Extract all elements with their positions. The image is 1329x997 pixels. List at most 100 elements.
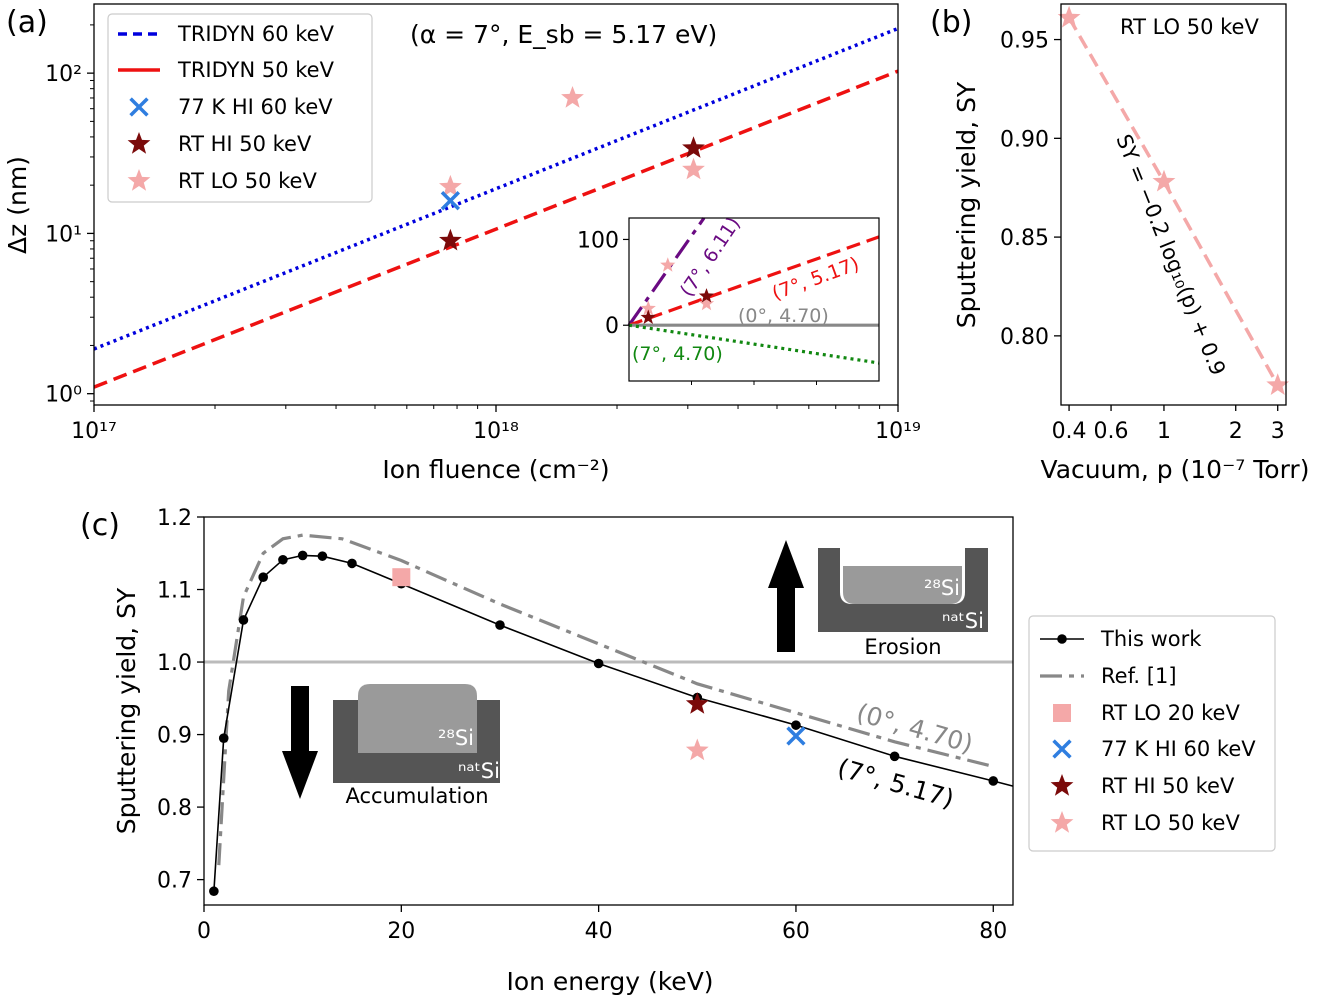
up-arrow-icon (768, 540, 804, 652)
legend-label-rt-lo-20: RT LO 20 keV (1101, 701, 1240, 725)
panel-a-point-3-0 (439, 228, 462, 251)
panel-c-ytick-3: 1.0 (157, 651, 192, 676)
panel-b-ylabel: Sputtering yield, SY (952, 81, 981, 328)
panel-a-ytick-1: 10¹ (45, 222, 82, 247)
panel-c-this-work-point-4 (278, 554, 288, 565)
legend-label-tridyn-60: TRIDYN 60 keV (177, 22, 335, 46)
legend-label-77k-hi-60: 77 K HI 60 keV (178, 95, 333, 119)
legend-marker-rt-lo-50 (127, 169, 151, 191)
panel-b-xtick-1: 0.6 (1094, 419, 1129, 444)
legend-label-rt-lo-50-c: RT LO 50 keV (1101, 811, 1240, 835)
panel-c-ytick-5: 1.2 (157, 506, 192, 531)
panel-a-point-2-0 (440, 191, 461, 211)
panel-b-ytick-2: 0.90 (1000, 127, 1049, 152)
legend-label-rt-hi-50: RT HI 50 keV (178, 132, 312, 156)
panel-c-point-3-0 (786, 726, 806, 746)
panel-a-xtick-1: 10¹⁸ (473, 419, 519, 444)
panel-a-ylabel: Δz (nm) (3, 156, 32, 254)
panel-a-xtick-2: 10¹⁹ (875, 419, 921, 444)
panel-c-this-work-point-9 (495, 620, 505, 630)
panel-c-this-work-point-0 (209, 886, 219, 897)
inset-point-0-0 (640, 300, 656, 315)
legend-marker-77k-hi-60 (129, 97, 149, 117)
panel-b-point-0 (1057, 5, 1081, 28)
panel-a-point-4-1 (561, 86, 584, 108)
inset-point-0-2 (698, 295, 715, 311)
inset-label-7-470: (7°, 4.70) (632, 343, 723, 365)
panel-a-point-3-1 (682, 136, 705, 158)
panel-c-xtick-2: 40 (585, 919, 613, 944)
accumulation-caption: Accumulation (345, 784, 488, 808)
panel-c-xlabel: Ion energy (keV) (506, 967, 713, 996)
panel-label-a: (a) (6, 5, 48, 40)
panel-a-xlabel: Ion fluence (cm⁻²) (382, 455, 609, 484)
panel-b-ytick-0: 0.80 (1000, 325, 1049, 350)
legend-label-rt-hi-50-c: RT HI 50 keV (1101, 774, 1235, 798)
panel-c-this-work-point-3 (258, 572, 268, 582)
panel-b-fit-line (1067, 16, 1280, 387)
inset-line-0 (627, 217, 706, 327)
legend-label-ref: Ref. [1] (1101, 664, 1177, 688)
panel-c-this-work-line (213, 554, 1014, 892)
legend-label-rt-lo-50: RT LO 50 keV (178, 169, 317, 193)
down-arrow-icon (282, 686, 318, 799)
panel-label-b: (b) (930, 5, 972, 40)
erosion-bottom-label: ⁿᵃᵗSi (942, 609, 984, 633)
panel-c-chart: ²⁸Si ⁿᵃᵗSi Erosion ²⁸Si ⁿᵃᵗSi Accumulati… (112, 506, 1276, 996)
panel-c-ytick-2: 0.9 (157, 724, 192, 749)
panel-a-line-0 (93, 26, 899, 351)
inset-point-1-1 (698, 288, 715, 303)
panel-c-this-work-point-2 (238, 615, 249, 625)
accumulation-bottom-label: ⁿᵃᵗSi (458, 759, 500, 783)
panel-c-this-work-point-10 (593, 658, 604, 669)
panel-a-ytick-2: 10² (45, 62, 82, 87)
panel-c-this-work-point-1 (218, 733, 229, 743)
accumulation-schematic: ²⁸Si ⁿᵃᵗSi Accumulation (282, 684, 500, 808)
panel-b-xtick-3: 2 (1229, 419, 1243, 444)
panel-c-xtick-1: 20 (387, 919, 415, 944)
panel-b-fit-label: SY = −0.2 log₁₀(p) + 0.9 (1111, 131, 1230, 379)
panel-c-point-4-0 (685, 692, 709, 714)
panel-b-annotation: RT LO 50 keV (1120, 15, 1259, 39)
accumulation-top-label: ²⁸Si (438, 726, 474, 750)
inset-label-0-470: (0°, 4.70) (738, 305, 829, 327)
panel-a-xtick-0: 10¹⁷ (71, 419, 117, 444)
panel-a-annotation: (α = 7°, E_sb = 5.17 eV) (410, 20, 717, 49)
panel-label-c: (c) (80, 508, 120, 543)
curve-label-this-work: (7°, 5.17) (834, 753, 957, 814)
panel-c-point-5-0 (685, 738, 709, 761)
panel-c-ytick-1: 0.8 (157, 796, 192, 821)
legend-marker-77k-hi-60-c (1052, 739, 1072, 759)
legend-label-77k-hi-60-c: 77 K HI 60 keV (1101, 737, 1256, 761)
panel-c-ref-line (217, 533, 994, 866)
panel-a-legend: TRIDYN 60 keV TRIDYN 50 keV 77 K HI 60 k… (107, 13, 373, 203)
panel-c-ytick-4: 1.1 (157, 579, 192, 604)
panel-c-this-work-point-6 (317, 551, 328, 561)
panel-b-xlabel: Vacuum, p (10⁻⁷ Torr) (1041, 455, 1310, 484)
panel-a-ytick-0: 10⁰ (45, 383, 82, 408)
legend-marker-rt-lo-20 (1053, 704, 1071, 722)
panel-b-xtick-0: 0.4 (1052, 419, 1087, 444)
panel-b-point-2 (1266, 373, 1290, 395)
legend-marker-rt-hi-50 (127, 132, 151, 154)
panel-c-this-work-point-13 (889, 751, 900, 762)
panel-b-ytick-3: 0.95 (1000, 29, 1049, 54)
legend-label-tridyn-50: TRIDYN 50 keV (177, 58, 335, 82)
panel-c-ytick-0: 0.7 (157, 869, 192, 894)
erosion-top-label: ²⁸Si (924, 576, 960, 600)
erosion-schematic: ²⁸Si ⁿᵃᵗSi Erosion (768, 540, 988, 659)
legend-label-this-work: This work (1100, 627, 1202, 651)
panel-c-this-work-point-14 (988, 776, 999, 786)
panel-c-ylabel: Sputtering yield, SY (112, 587, 141, 834)
panel-b-xtick-2: 1 (1157, 419, 1171, 444)
panel-a-line-1 (93, 69, 899, 389)
inset-ytick-0: 0 (605, 314, 619, 339)
panel-b-point-1 (1152, 169, 1176, 192)
inset-line-3 (628, 323, 880, 365)
panel-c-this-work-point-7 (347, 558, 357, 569)
legend-marker-this-work (1057, 634, 1067, 644)
inset-point-0-1 (660, 257, 676, 272)
inset-ytick-1: 100 (577, 228, 619, 253)
